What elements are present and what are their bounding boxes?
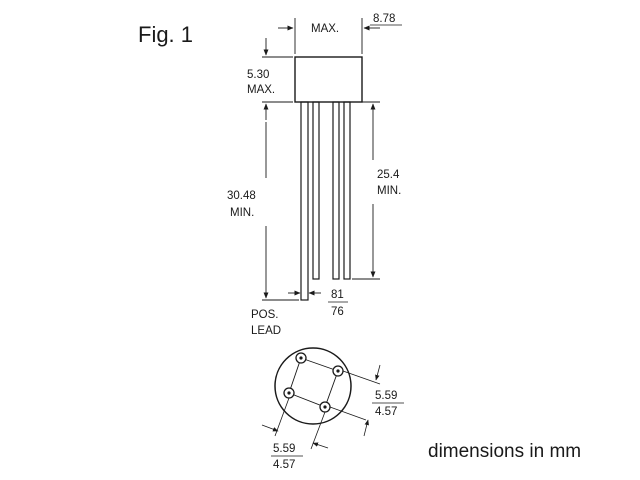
- lead-1: [300, 101, 309, 301]
- pin-spacing-horizontal-upper: 5.59: [273, 443, 295, 455]
- pin-spacing-vertical-lower: 4.57: [375, 406, 397, 418]
- dimension-arrow: [261, 424, 279, 432]
- pin-2-centre: [336, 369, 340, 373]
- body-height-label: MAX.: [247, 84, 275, 96]
- extension-line: [342, 370, 381, 385]
- lead-3: [332, 101, 340, 280]
- extension-line: [329, 406, 367, 421]
- dimension-arrow: [375, 364, 381, 381]
- pos-lead-length-label: MIN.: [230, 207, 254, 219]
- pos-lead-label: POS.: [251, 309, 278, 321]
- body-height-value: 5.30: [247, 69, 269, 81]
- lead-diameter-lower: 76: [331, 306, 344, 318]
- units-note: dimensions in mm: [428, 441, 581, 462]
- pin-4-centre: [287, 391, 291, 395]
- body-width-label: MAX.: [311, 23, 339, 35]
- pin-spacing-horizontal-lower: 4.57: [273, 459, 295, 471]
- pin-spacing-vertical-upper: 5.59: [375, 390, 397, 402]
- lead-4: [343, 101, 351, 280]
- pin-1-centre: [299, 356, 303, 360]
- lead-length-label: MIN.: [377, 185, 401, 197]
- side-view: [262, 18, 402, 303]
- bottom-view: [261, 347, 404, 457]
- body-width-value: 8.78: [373, 13, 395, 25]
- dimension-arrow: [363, 419, 369, 437]
- lead-length-value: 25.4: [377, 169, 400, 181]
- lead-diameter-upper: 81: [331, 289, 344, 301]
- pos-lead-label: LEAD: [251, 325, 281, 337]
- figure-title: Fig. 1: [138, 22, 193, 47]
- pin-3-centre: [323, 405, 327, 409]
- lead-2: [312, 101, 320, 280]
- package-outline: [274, 347, 352, 425]
- dimension-arrow: [312, 442, 329, 449]
- package-body: [294, 56, 363, 103]
- pos-lead-length-value: 30.48: [227, 190, 256, 202]
